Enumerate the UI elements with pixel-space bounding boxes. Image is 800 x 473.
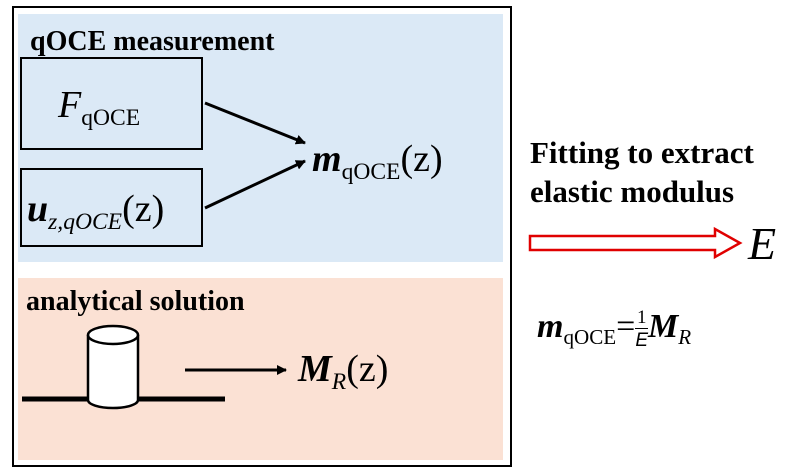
displacement-argument: (z) [122, 188, 165, 230]
fraction-numerator: 1 [635, 307, 649, 329]
m-symbol: m [312, 138, 342, 180]
fraction-denominator: E [635, 330, 649, 351]
displacement-subscript: z,qOCE [48, 209, 123, 236]
left-frame [12, 6, 512, 467]
force-label: FqOCE [58, 86, 140, 131]
fitting-line-2: elastic modulus [530, 173, 735, 209]
mr-symbol: M [298, 348, 332, 390]
fitting-line-1: Fitting to extract [530, 135, 754, 170]
arrow-force-to-m [204, 101, 306, 145]
measurement-heading: qOCE measurement [30, 26, 275, 57]
mr-result-label: MR(z) [298, 350, 388, 395]
force-subscript: qOCE [81, 105, 141, 132]
displacement-symbol: u [27, 188, 49, 230]
m-argument: (z) [400, 138, 443, 180]
m-result-label: mqOCE(z) [312, 140, 443, 185]
fit-arrow [528, 226, 743, 260]
displacement-label: uz,qOCE(z) [27, 190, 164, 235]
fitting-caption: Fitting to extract elastic modulus [530, 134, 754, 212]
equation-equals: = [616, 307, 636, 345]
equation-lhs-symbol: m [537, 307, 564, 345]
mr-argument: (z) [346, 348, 389, 390]
measurement-panel [18, 14, 503, 262]
equation-lhs-subscript: qOCE [563, 325, 617, 350]
arrow-displacement-to-m [204, 159, 306, 210]
equation-rhs-symbol: M [648, 307, 679, 345]
m-subscript: qOCE [341, 159, 401, 186]
analytical-heading: analytical solution [26, 286, 245, 317]
force-box [20, 57, 203, 150]
cylinder-icon [86, 324, 140, 410]
mr-subscript: R [331, 369, 347, 396]
force-symbol: F [58, 84, 82, 126]
modulus-symbol: E [748, 218, 777, 269]
equation-rhs-subscript: R [678, 325, 692, 350]
displacement-box [20, 168, 203, 247]
